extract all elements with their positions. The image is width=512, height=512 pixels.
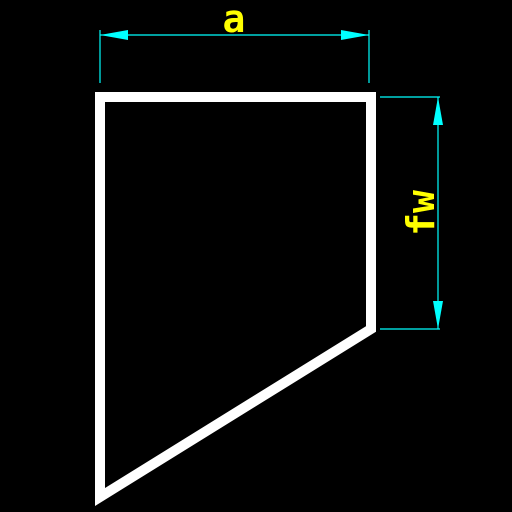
right-dimension: fw [380, 96, 443, 330]
right-dimension-label: fw [399, 190, 443, 236]
top-dimension-label: a [223, 0, 246, 41]
top-arrowhead-left [100, 30, 128, 40]
top-arrowhead-right [341, 30, 369, 40]
shape-outline [95, 92, 376, 506]
right-arrowhead-top [433, 97, 443, 125]
top-dimension: a [99, 0, 370, 83]
right-arrowhead-bottom [433, 301, 443, 329]
